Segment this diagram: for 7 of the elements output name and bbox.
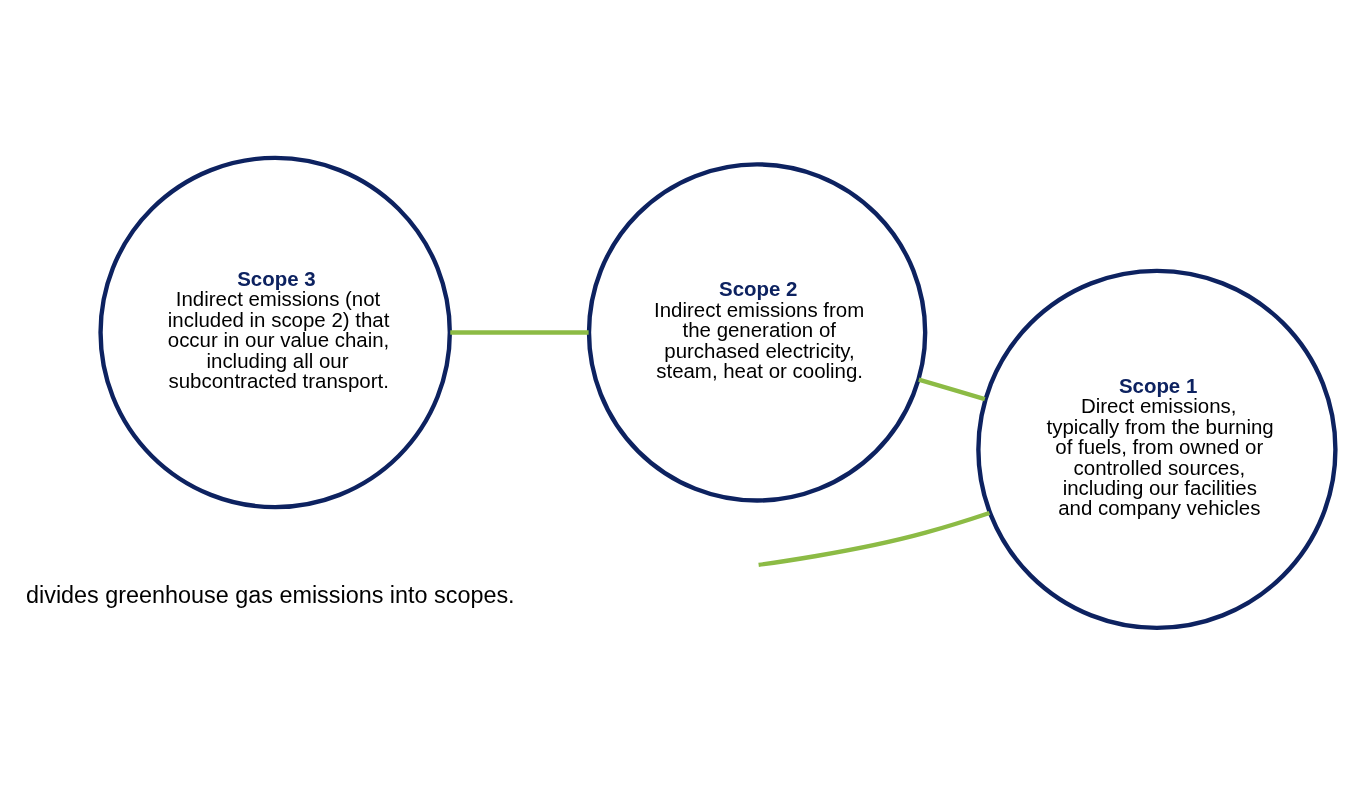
connector [450,329,589,335]
label: divides greenhouse gas emissions into scopes. [26,581,515,608]
connector [758,510,991,567]
node-circle: Scope 2 Indirect emissions from the generation of purchased electricity, steam, heat or cooling. [586,161,928,503]
node-circle: Scope 3 Indirect emissions (not included in scope 2) that occur in our value chain, including all our subcontracted transport. [98,155,452,509]
node-circle: Scope 1 Direct emissions, typically from the burning of fuels, from owned or controlled sources, including our facilities and company vehicles [976,268,1338,630]
connector [918,377,986,401]
